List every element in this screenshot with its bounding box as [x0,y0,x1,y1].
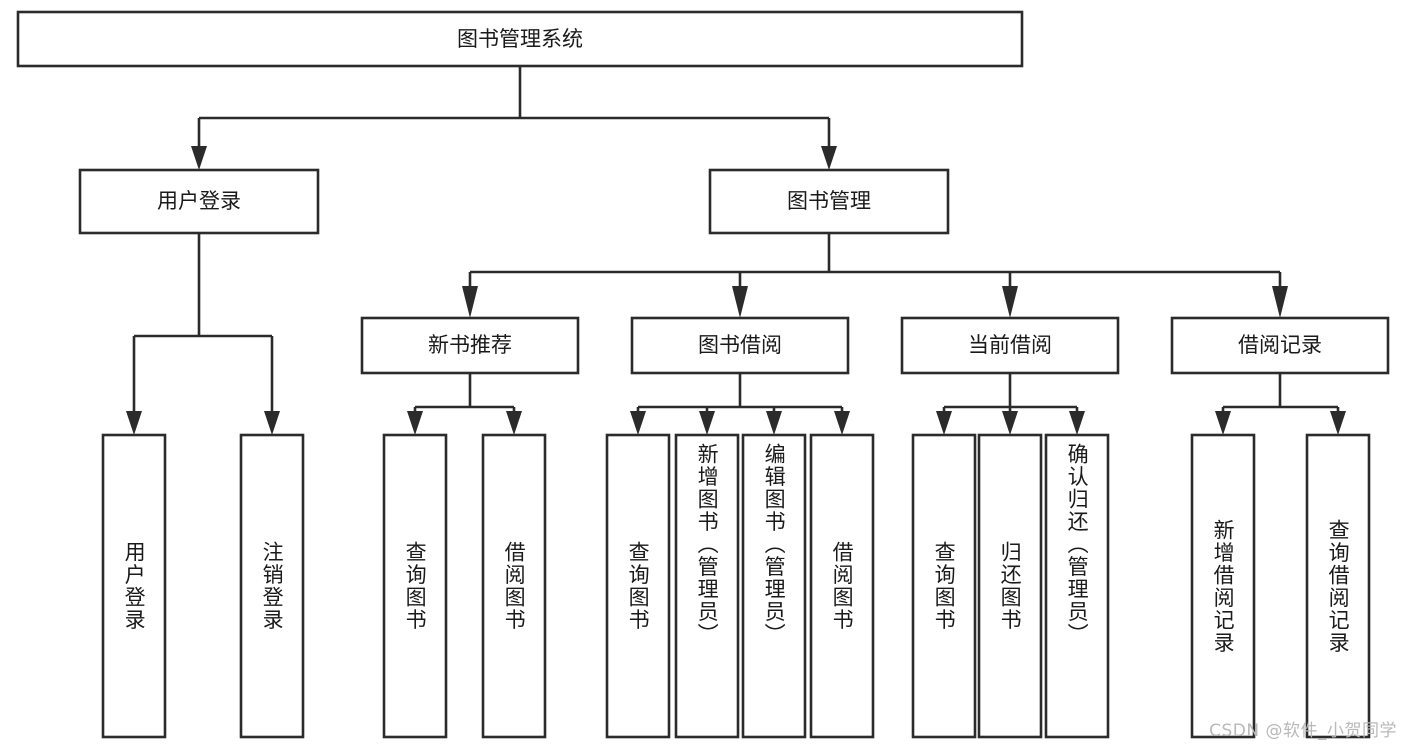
node-current-borrow-label: 当前借阅 [968,333,1052,357]
node-new-book-recommend-rect[interactable] [360,316,580,375]
leaves-layer [101,433,1371,739]
edges-layer [126,66,1346,435]
arrowhead-user-login [191,146,207,170]
node-root-label: 图书管理系统 [457,27,583,51]
node-leaf-edit-book-rect[interactable] [741,433,807,739]
node-new-book-recommend-label: 新书推荐 [428,333,512,357]
node-book-borrow[interactable]: 图书借阅 [630,316,850,375]
node-leaf-borrow-book-1-rect[interactable] [481,433,547,739]
node-leaf-query-record-rect[interactable] [1305,433,1371,739]
node-leaf-logout-login-rect[interactable] [239,433,305,739]
nodes-layer: 图书管理系统 用户登录 图书管理 新书推荐 图书借阅 当前 [16,10,1390,739]
node-leaf-query-book-3-rect[interactable] [911,433,977,739]
arrowhead-leaf-edit-book [766,411,782,435]
node-book-management-label: 图书管理 [787,189,871,213]
node-book-management-rect[interactable] [708,168,950,235]
node-root-rect[interactable] [16,10,1024,68]
arrowhead-current-borrow [1002,286,1018,318]
arrowhead-leaf-query-book-3 [936,411,952,435]
node-book-borrow-rect[interactable] [630,316,850,375]
arrowhead-leaf-user-login [126,411,142,435]
node-book-management[interactable]: 图书管理 [708,168,950,235]
node-leaf-add-book-rect[interactable] [674,433,740,739]
node-leaf-query-book-1-rect[interactable] [382,433,448,739]
node-leaf-confirm-return-rect[interactable] [1044,433,1110,739]
node-current-borrow[interactable]: 当前借阅 [900,316,1120,375]
node-borrow-record[interactable]: 借阅记录 [1170,316,1390,375]
node-root[interactable]: 图书管理系统 [16,10,1024,68]
arrowhead-leaf-add-record [1215,411,1231,435]
arrowhead-leaf-borrow-book-2 [834,411,850,435]
arrowhead-book-borrow [732,286,748,318]
node-book-borrow-label: 图书借阅 [698,333,782,357]
node-user-login[interactable]: 用户登录 [78,168,320,235]
node-leaf-user-login-rect[interactable] [101,433,167,739]
arrowhead-leaf-logout-login [264,411,280,435]
node-borrow-record-label: 借阅记录 [1238,333,1322,357]
arrowhead-book-management [821,146,837,170]
arrowhead-leaf-borrow-book-1 [506,411,522,435]
arrowhead-leaf-query-book-1 [407,411,423,435]
node-current-borrow-rect[interactable] [900,316,1120,375]
node-new-book-recommend[interactable]: 新书推荐 [360,316,580,375]
arrowhead-leaf-return-book [1002,411,1018,435]
node-leaf-borrow-book-2-rect[interactable] [809,433,875,739]
node-leaf-add-record-rect[interactable] [1190,433,1256,739]
arrowhead-borrow-record [1272,286,1288,318]
arrowhead-leaf-confirm-return [1069,411,1085,435]
arrowhead-new-book-recommend [462,286,478,318]
arrowhead-leaf-query-record [1330,411,1346,435]
node-borrow-record-rect[interactable] [1170,316,1390,375]
node-user-login-rect[interactable] [78,168,320,235]
node-user-login-label: 用户登录 [157,189,241,213]
node-leaf-query-book-2-rect[interactable] [605,433,671,739]
arrowhead-leaf-add-book [699,411,715,435]
node-leaf-return-book-rect[interactable] [977,433,1043,739]
arrowhead-leaf-query-book-2 [630,411,646,435]
watermark: CSDN @软件_小贺同学 [1209,721,1397,741]
